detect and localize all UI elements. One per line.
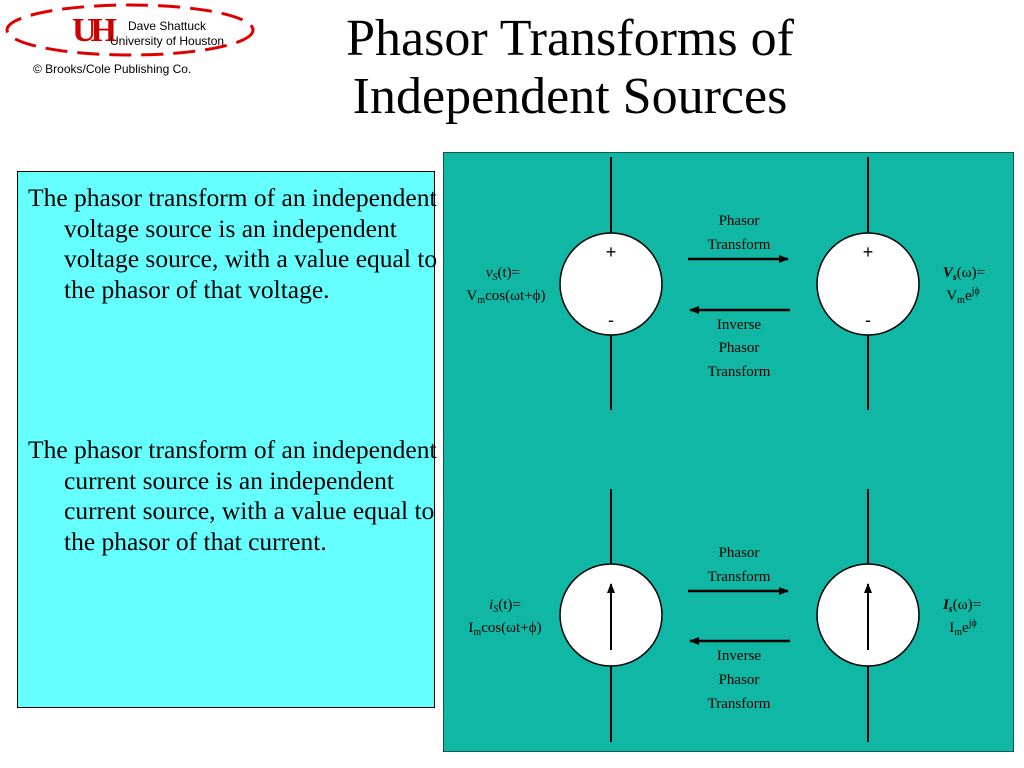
logo-letters: UH	[72, 12, 117, 49]
inverse-label-line-2: Phasor	[719, 340, 760, 356]
voltage-time-label-line-2: Vmcos(ωt+ϕ)	[466, 288, 545, 306]
forward-label-line-2: Transform	[708, 237, 771, 253]
logo-author: Dave Shattuck	[128, 19, 207, 33]
source-circle	[559, 232, 663, 336]
paragraph-voltage: The phasor transform of an independent v…	[28, 183, 438, 304]
voltage-phasor-label-line-1: Vs(ω)=	[943, 265, 985, 283]
logo-university: University of Houston	[110, 34, 225, 48]
minus-sign: -	[608, 310, 614, 330]
phasor-figure: + - + - Phasor Transform Inverse Phasor …	[443, 152, 1014, 752]
inverse-label-line-3: Transform	[708, 696, 771, 712]
voltage-time-label-line-1: vS(t)=	[486, 265, 520, 283]
forward-label-line-1: Phasor	[719, 545, 760, 561]
current-phasor-label-line-2: Imejϕ	[949, 618, 977, 638]
time-domain-current-source	[559, 489, 663, 742]
inverse-label-line-1: Inverse	[717, 648, 761, 664]
plus-sign: +	[606, 242, 617, 262]
inverse-label-line-3: Transform	[708, 364, 771, 380]
minus-sign: -	[865, 310, 871, 330]
current-time-label-line-1: iS(t)=	[489, 597, 521, 615]
logo-publisher: © Brooks/Cole Publishing Co.	[33, 62, 192, 76]
source-circle	[816, 232, 920, 336]
phasor-domain-current-source	[816, 489, 920, 742]
forward-label-line-1: Phasor	[719, 213, 760, 229]
forward-label-line-2: Transform	[708, 569, 771, 585]
current-phasor-label-line-1: Is(ω)=	[942, 597, 981, 615]
logo-ellipse	[5, 3, 255, 57]
university-logo: UH Dave Shattuck University of Houston ©…	[0, 0, 260, 85]
paragraph-current: The phasor transform of an independent c…	[28, 435, 437, 556]
time-domain-voltage-source: + -	[559, 157, 663, 410]
slide-title: Phasor Transforms of Independent Sources	[250, 10, 890, 126]
text-box: The phasor transform of an independent v…	[17, 171, 437, 708]
title-line-2: Independent Sources	[352, 68, 788, 125]
phasor-domain-voltage-source: + -	[816, 157, 920, 410]
inverse-label-line-1: Inverse	[717, 317, 761, 333]
voltage-phasor-label-line-2: Vmejϕ	[946, 286, 979, 306]
figure-background	[443, 152, 1014, 752]
current-time-label-line-2: Imcos(ωt+ϕ)	[468, 620, 541, 638]
title-line-1: Phasor Transforms of	[346, 10, 794, 67]
inverse-label-line-2: Phasor	[719, 672, 760, 688]
plus-sign: +	[863, 242, 874, 262]
